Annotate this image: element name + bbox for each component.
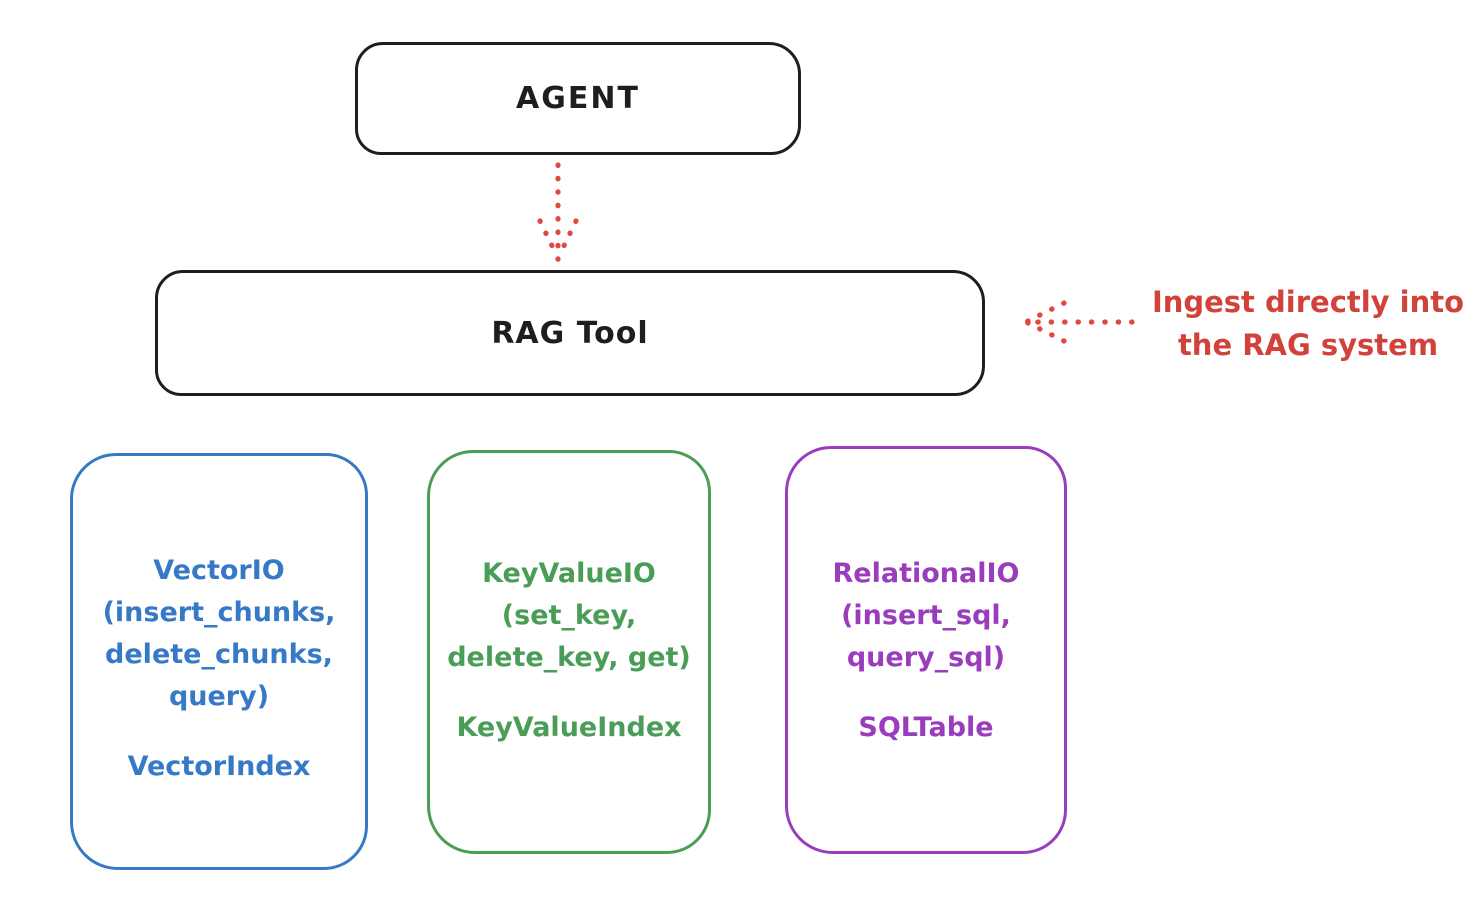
io-line: (set_key, <box>501 600 637 631</box>
relational-io-box: RelationalIO (insert_sql, query_sql) SQL… <box>785 446 1067 854</box>
dotted-left-arrow-icon <box>1023 300 1135 344</box>
keyvalue-index-label: KeyValueIndex <box>456 712 682 743</box>
io-line: query_sql) <box>846 642 1006 673</box>
rag-tool-box: RAG Tool <box>155 270 985 396</box>
io-line: delete_key, get) <box>447 642 691 673</box>
io-line: query) <box>168 681 270 712</box>
dotted-down-arrow-icon <box>537 162 579 265</box>
annotation-line-1: Ingest directly into <box>1151 285 1465 319</box>
rag-tool-label: RAG Tool <box>491 315 649 351</box>
keyvalue-io-box: KeyValueIO (set_key, delete_key, get) Ke… <box>427 450 711 854</box>
agent-label: AGENT <box>516 81 640 116</box>
io-line: delete_chunks, <box>105 639 333 670</box>
relational-io-text: RelationalIO (insert_sql, query_sql) SQL… <box>788 553 1064 749</box>
io-line: RelationalIO <box>832 558 1020 589</box>
vector-io-box: VectorIO (insert_chunks, delete_chunks, … <box>70 453 368 870</box>
io-line: (insert_sql, <box>841 600 1011 631</box>
annotation-line-2: the RAG system <box>1177 328 1439 362</box>
sql-table-label: SQLTable <box>858 712 994 743</box>
vector-index-label: VectorIndex <box>127 751 311 782</box>
keyvalue-io-text: KeyValueIO (set_key, delete_key, get) Ke… <box>430 553 708 749</box>
io-line: VectorIO <box>153 555 285 586</box>
io-line: (insert_chunks, <box>102 597 336 628</box>
vector-io-text: VectorIO (insert_chunks, delete_chunks, … <box>73 550 365 788</box>
io-line: KeyValueIO <box>482 558 656 589</box>
agent-box: AGENT <box>355 42 801 155</box>
ingest-annotation: Ingest directly into the RAG system <box>1134 281 1482 367</box>
